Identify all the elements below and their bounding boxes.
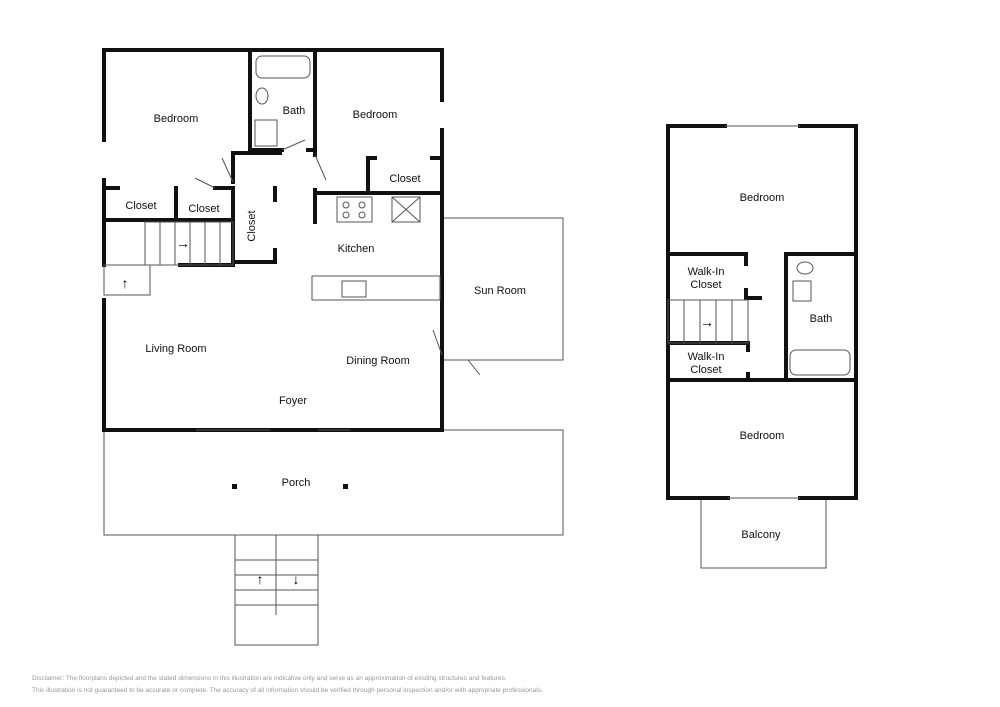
room-label-kitchen: Kitchen — [338, 243, 375, 255]
room-label-closet: Closet — [690, 364, 721, 376]
kitchen-sink-icon — [341, 280, 367, 298]
room-label-walk-in: Walk-In — [688, 266, 725, 278]
room-label-closet: Closet — [389, 173, 420, 185]
stair-arrow-icon: → — [176, 235, 190, 251]
sink-icon — [254, 119, 278, 147]
room-label-porch: Porch — [282, 477, 311, 489]
room-label-bedroom: Bedroom — [740, 430, 785, 442]
room-label-balcony: Balcony — [741, 529, 781, 541]
room-label-living-room: Living Room — [145, 343, 206, 355]
bathtub-icon — [255, 55, 311, 79]
room-label-bedroom: Bedroom — [740, 192, 785, 204]
disclaimer-line: This illustration is not guaranteed to b… — [32, 687, 543, 694]
room-label-closet: Closet — [125, 200, 156, 212]
room-label-closet: Closet — [690, 279, 721, 291]
toilet-icon — [255, 87, 269, 105]
upper-floor: → Bedroom Walk-In Closet Walk-In Closet … — [666, 124, 858, 569]
room-label-closet: Closet — [188, 203, 219, 215]
down-arrow-icon: ↓ — [293, 571, 300, 587]
kitchen-counter — [311, 275, 441, 301]
main-floor: ↑ ↓ → ↑ Bedroo — [102, 48, 564, 646]
sink-icon — [792, 280, 812, 302]
room-label-dining-room: Dining Room — [346, 355, 410, 367]
stair-up-arrow-icon: ↑ — [122, 275, 129, 291]
room-label-bath: Bath — [283, 105, 306, 117]
room-label-closet: Closet — [246, 210, 258, 241]
toilet-icon — [796, 261, 814, 275]
room-label-bath: Bath — [810, 313, 833, 325]
stair-arrow-icon: → — [700, 314, 714, 330]
up-arrow-icon: ↑ — [257, 571, 264, 587]
room-label-bedroom: Bedroom — [353, 109, 398, 121]
fridge-icon — [391, 196, 421, 223]
porch-outline — [103, 429, 564, 536]
bathtub-icon — [789, 349, 851, 376]
room-label-bedroom: Bedroom — [154, 113, 199, 125]
room-label-foyer: Foyer — [279, 395, 307, 407]
room-label-walk-in: Walk-In — [688, 351, 725, 363]
disclaimer-line: Disclaimer: The floorplans depicted and … — [32, 675, 507, 682]
room-label-sun-room: Sun Room — [474, 285, 526, 297]
stove-icon — [336, 196, 373, 223]
